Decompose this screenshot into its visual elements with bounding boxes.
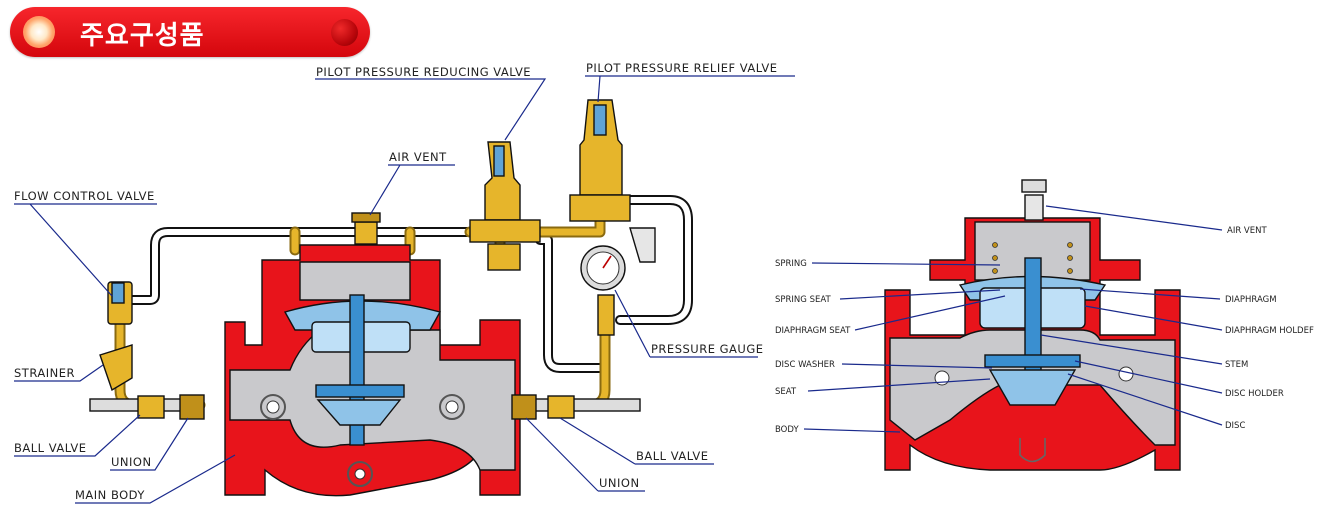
section-title: 주요구성품: [80, 21, 205, 51]
right-valve-cutaway: [884, 179, 1181, 471]
title-bullet-icon: [23, 16, 55, 48]
left-valve-assembly: [89, 99, 693, 497]
label-ball-valve-left: BALL VALVE: [14, 441, 87, 455]
label-stem: STEM: [1225, 360, 1248, 370]
section-title-bar: 주요구성품: [10, 7, 370, 57]
label-union-right: UNION: [599, 476, 640, 490]
label-diaphragm: DIAPHRAGM: [1225, 295, 1277, 305]
label-air-vent-right: AIR VENT: [1227, 226, 1267, 236]
label-air-vent-left: AIR VENT: [389, 150, 447, 164]
right-leader-lines: [803, 205, 1223, 433]
label-ball-valve-right: BALL VALVE: [636, 449, 709, 463]
label-disc: DISC: [1225, 421, 1245, 431]
label-body: BODY: [775, 425, 799, 435]
title-end-dot-icon: [331, 19, 358, 46]
left-leader-lines: [14, 75, 795, 504]
label-strainer: STRAINER: [14, 366, 75, 380]
label-seat: SEAT: [775, 387, 797, 397]
label-pilot-pressure-relief-valve: PILOT PRESSURE RELIEF VALVE: [586, 61, 778, 75]
label-spring: SPRING: [775, 259, 807, 269]
label-disc-holder: DISC HOLDER: [1225, 389, 1284, 399]
label-spring-seat: SPRING SEAT: [775, 295, 832, 305]
label-pressure-gauge: PRESSURE GAUGE: [651, 342, 764, 356]
label-flow-control-valve: FLOW CONTROL VALVE: [14, 189, 155, 203]
label-diaphragm-holder: DIAPHRAGM HOLDEF: [1225, 326, 1314, 336]
label-diaphragm-seat: DIAPHRAGM SEAT: [775, 326, 851, 336]
label-pilot-pressure-reducing-valve: PILOT PRESSURE REDUCING VALVE: [316, 65, 531, 79]
label-union-left: UNION: [111, 455, 152, 469]
label-disc-washer: DISC WASHER: [775, 360, 835, 370]
label-main-body: MAIN BODY: [75, 488, 145, 502]
